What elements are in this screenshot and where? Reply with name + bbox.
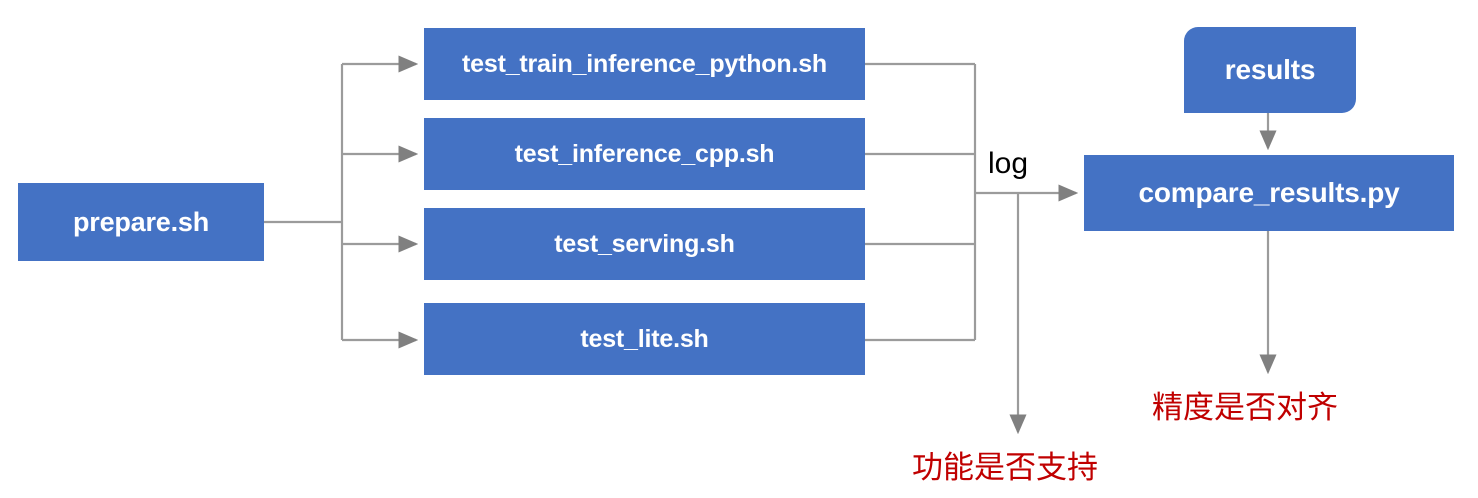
node-compare-results-py[interactable]: compare_results.py: [1084, 155, 1454, 231]
node-prepare-sh[interactable]: prepare.sh: [18, 183, 264, 261]
edge-label-log: log: [988, 147, 1029, 180]
node-test-inference-cpp-sh[interactable]: test_inference_cpp.sh: [424, 118, 865, 190]
node-results[interactable]: results: [1184, 27, 1356, 113]
node-test-serving-sh[interactable]: test_serving.sh: [424, 208, 865, 280]
node-test-lite-sh[interactable]: test_lite.sh: [424, 303, 865, 375]
annotation-function-supported: 功能是否支持: [912, 450, 1098, 486]
annotation-precision-aligned: 精度是否对齐: [1152, 390, 1338, 426]
node-test-train-inference-python-sh[interactable]: test_train_inference_python.sh: [424, 28, 865, 100]
